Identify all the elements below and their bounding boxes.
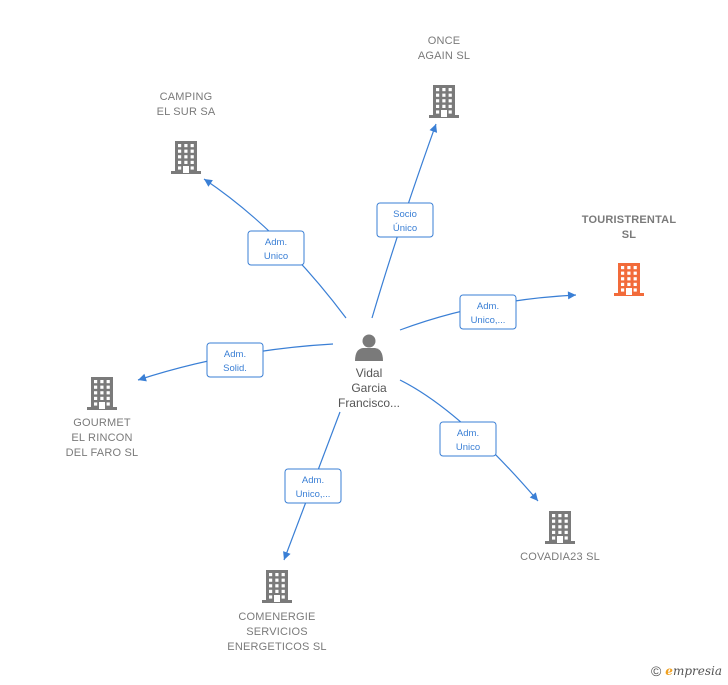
relation-label-line: Solid.: [223, 363, 247, 374]
person-name-line: Vidal: [356, 366, 382, 380]
footer-brand: © empresia: [651, 663, 722, 679]
company-label-gourmet-line: EL RINCON: [71, 432, 132, 444]
arrow-covadia: [529, 492, 538, 501]
relation-label: Adm. Unico: [264, 237, 288, 262]
company-label-camping: CAMPING EL SUR SA: [157, 91, 216, 118]
relation-label-line: Adm.: [477, 301, 499, 312]
building-icon[interactable]: [429, 85, 459, 118]
company-label-comenergie-line: SERVICIOS: [246, 626, 308, 638]
company-label-gourmet-line: GOURMET: [73, 417, 131, 429]
relation-label-line: Único: [393, 223, 417, 234]
brand-name: mpresia: [672, 664, 722, 678]
arrow-comenergie: [283, 551, 291, 560]
building-icon[interactable]: [87, 377, 117, 410]
relation-label: Adm. Unico,...: [296, 475, 331, 500]
relation-label: Adm. Unico,...: [471, 301, 506, 326]
arrow-gourmet: [138, 373, 147, 382]
company-label-comenergie: COMENERGIE SERVICIOS ENERGETICOS SL: [227, 611, 326, 653]
relation-label-line: Adm.: [457, 428, 479, 439]
company-label-camping-line: CAMPING: [160, 91, 213, 103]
company-label-once-line: ONCE: [428, 35, 461, 47]
relation-label-line: Adm.: [302, 475, 324, 486]
edges-layer: [137, 123, 577, 561]
person-name-line: Francisco...: [338, 396, 400, 410]
brand-initial: e: [665, 664, 673, 678]
relation-badge-camping[interactable]: Adm. Unico: [247, 230, 305, 266]
company-label-gourmet: GOURMET EL RINCON DEL FARO SL: [66, 417, 139, 459]
building-icon[interactable]: [262, 570, 292, 603]
relation-label-line: Socio: [393, 209, 417, 220]
company-label-covadia-line: COVADIA23 SL: [520, 551, 600, 563]
arrow-camping: [204, 179, 213, 187]
company-label-touristrental-line: SL: [622, 229, 637, 241]
company-label-camping-line: EL SUR SA: [157, 106, 216, 118]
building-icon[interactable]: [171, 141, 201, 174]
building-icon[interactable]: [614, 263, 644, 296]
relation-label: Adm. Unico: [456, 428, 480, 453]
company-label-touristrental-line: TOURISTRENTAL: [582, 214, 677, 226]
relation-label: Adm. Solid.: [223, 349, 247, 374]
building-icon[interactable]: [545, 511, 575, 544]
relation-label-line: Unico,...: [471, 315, 506, 326]
relation-badge-touristrental[interactable]: Adm. Unico,...: [459, 294, 517, 330]
arrow-touristrental: [567, 291, 576, 300]
company-label-comenergie-line: ENERGETICOS SL: [227, 641, 326, 653]
relation-badge-gourmet[interactable]: Adm. Solid.: [206, 342, 264, 378]
company-label-covadia: COVADIA23 SL: [520, 551, 600, 563]
relation-badge-comenergie[interactable]: Adm. Unico,...: [284, 468, 342, 504]
company-label-once-line: AGAIN SL: [418, 50, 470, 62]
relation-label-line: Unico,...: [296, 489, 331, 500]
company-label-gourmet-line: DEL FARO SL: [66, 447, 139, 459]
brand-logo[interactable]: empresia: [665, 664, 722, 678]
company-label-comenergie-line: COMENERGIE: [238, 611, 315, 623]
relation-label-line: Unico: [264, 251, 288, 262]
relation-label-line: Adm.: [224, 349, 246, 360]
relation-badge-covadia[interactable]: Adm. Unico: [439, 421, 497, 457]
relation-label-line: Adm.: [265, 237, 287, 248]
arrow-once: [429, 124, 438, 133]
copyright-symbol: ©: [650, 663, 662, 679]
person-name-line: Garcia: [351, 381, 387, 395]
person-icon[interactable]: [355, 334, 383, 362]
company-label-once: ONCE AGAIN SL: [418, 35, 470, 62]
relation-label-line: Unico: [456, 442, 480, 453]
company-label-touristrental: TOURISTRENTAL SL: [582, 214, 677, 241]
